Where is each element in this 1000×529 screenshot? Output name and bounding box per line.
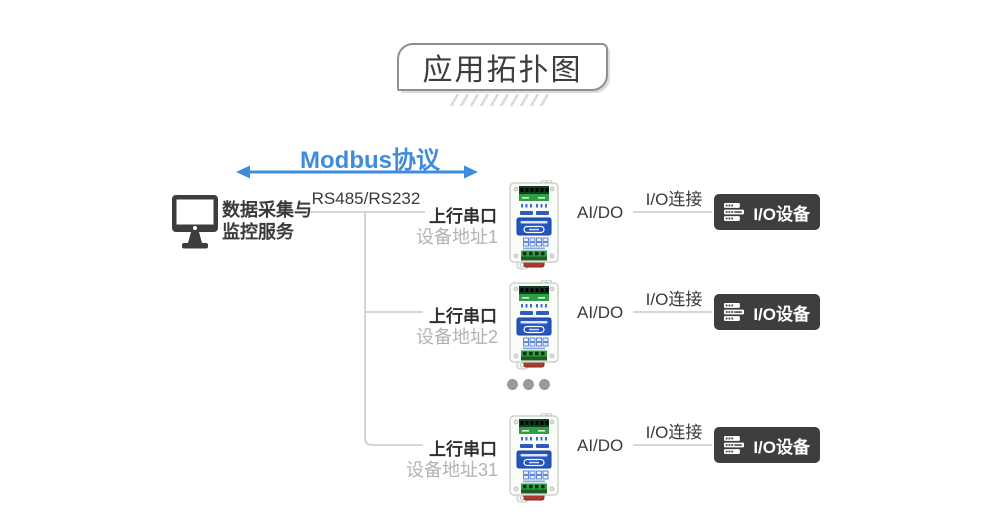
monitor-icon [172, 195, 218, 249]
diagram-title-box: 应用拓扑图 [397, 43, 608, 91]
io-device-box: I/O设备 [714, 194, 820, 230]
ellipsis-icon [507, 379, 550, 390]
server-stack-icon [724, 203, 744, 221]
server-label-line2: 监控服务 [222, 222, 294, 242]
decorative-slashes [449, 93, 550, 107]
io-link-label: I/O连接 [645, 423, 703, 442]
io-device-label: I/O设备 [753, 304, 810, 324]
uplink-port-label: 上行串口 [429, 440, 497, 459]
aido-signal-label: AI/DO [577, 436, 624, 455]
server-stack-icon [724, 303, 744, 321]
io-device-label: I/O设备 [753, 437, 810, 457]
server-label-line1: 数据采集与 [222, 200, 312, 220]
device-address-label: 设备地址31 [405, 460, 498, 480]
page-title: 应用拓扑图 [422, 54, 583, 87]
io-device-box: I/O设备 [714, 427, 820, 463]
io-module-image [509, 280, 559, 370]
device-address-label: 设备地址2 [415, 327, 498, 347]
modbus-protocol-label: Modbus协议 [300, 147, 440, 174]
uplink-port-label: 上行串口 [429, 207, 497, 226]
server-stack-icon [724, 436, 744, 454]
io-device-label: I/O设备 [753, 204, 810, 224]
server-label: 数据采集与 监控服务 [222, 199, 312, 243]
io-module-image [509, 413, 559, 503]
io-device-box: I/O设备 [714, 294, 820, 330]
aido-signal-label: AI/DO [577, 203, 624, 222]
uplink-port-label: 上行串口 [429, 307, 497, 326]
bus-protocol-label: RS485/RS232 [311, 189, 421, 208]
io-module-image [509, 180, 559, 270]
aido-signal-label: AI/DO [577, 303, 624, 322]
io-link-label: I/O连接 [645, 190, 703, 209]
io-link-label: I/O连接 [645, 290, 703, 309]
device-address-label: 设备地址1 [415, 227, 498, 247]
